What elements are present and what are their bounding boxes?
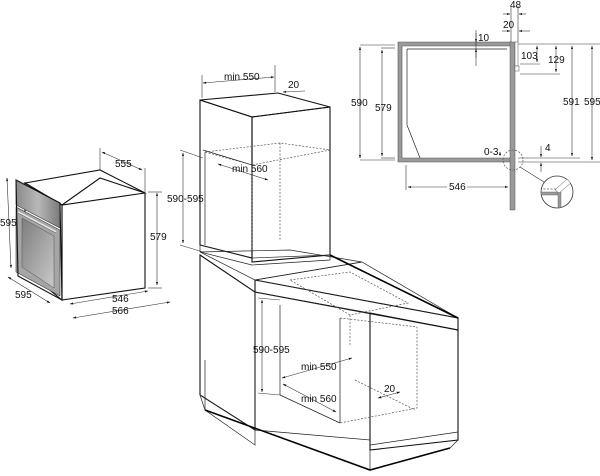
dim-section-control-offset: 103 (521, 51, 538, 62)
dim-section-outer-height: 590 (351, 98, 368, 109)
side-section-view: 590 579 10 48 20 103 129 591 595 0-3 (351, 0, 600, 211)
detail-marker-circle (502, 149, 524, 171)
dim-undercounter-niche-width: min 550 (301, 362, 337, 373)
dim-section-lip: 4 (545, 143, 551, 154)
dim-oven-total-depth: 566 (112, 306, 129, 317)
dim-section-control-height: 129 (548, 55, 565, 66)
dim-oven-depth-top: 555 (115, 159, 132, 170)
dim-undercounter-rear-gap: 20 (384, 384, 396, 395)
oven-handle (17, 211, 57, 233)
dim-section-bottom-gap: 0-3 (484, 147, 499, 158)
dim-section-front-depth: 48 (510, 0, 522, 11)
dim-section-right-outer-height: 595 (584, 97, 600, 108)
dim-section-inner-height: 579 (375, 103, 392, 114)
dim-section-inner-depth: 546 (449, 182, 466, 193)
dim-undercounter-niche-depth: min 560 (301, 394, 337, 405)
oven-door-section (509, 41, 516, 211)
dim-column-niche-height: 590-595 (167, 194, 204, 205)
dim-column-niche-depth: min 560 (232, 164, 268, 175)
dim-section-right-inner-height: 591 (563, 97, 580, 108)
dim-oven-body-depth: 546 (112, 294, 129, 305)
detail-magnifier (540, 175, 574, 209)
dim-oven-front-width: 595 (15, 290, 32, 301)
cabinet-installation-view: min 550 20 min 560 590-595 590-595 min 5… (167, 65, 459, 471)
dim-column-rear-gap: 20 (288, 80, 300, 91)
dim-section-top-gap: 10 (478, 33, 490, 44)
oven-body (61, 177, 146, 301)
oven-door-window (21, 217, 55, 289)
dim-oven-front-height: 595 (0, 218, 17, 229)
dim-column-niche-width: min 550 (224, 72, 260, 83)
dim-undercounter-niche-height: 590-595 (253, 345, 290, 356)
oven-housing-section (397, 41, 513, 163)
dim-section-door-thickness: 20 (503, 20, 515, 31)
oven-appliance-view: 555 595 579 595 546 566 (0, 148, 171, 319)
dim-oven-body-height: 579 (150, 232, 167, 243)
hob-outline (288, 271, 410, 316)
